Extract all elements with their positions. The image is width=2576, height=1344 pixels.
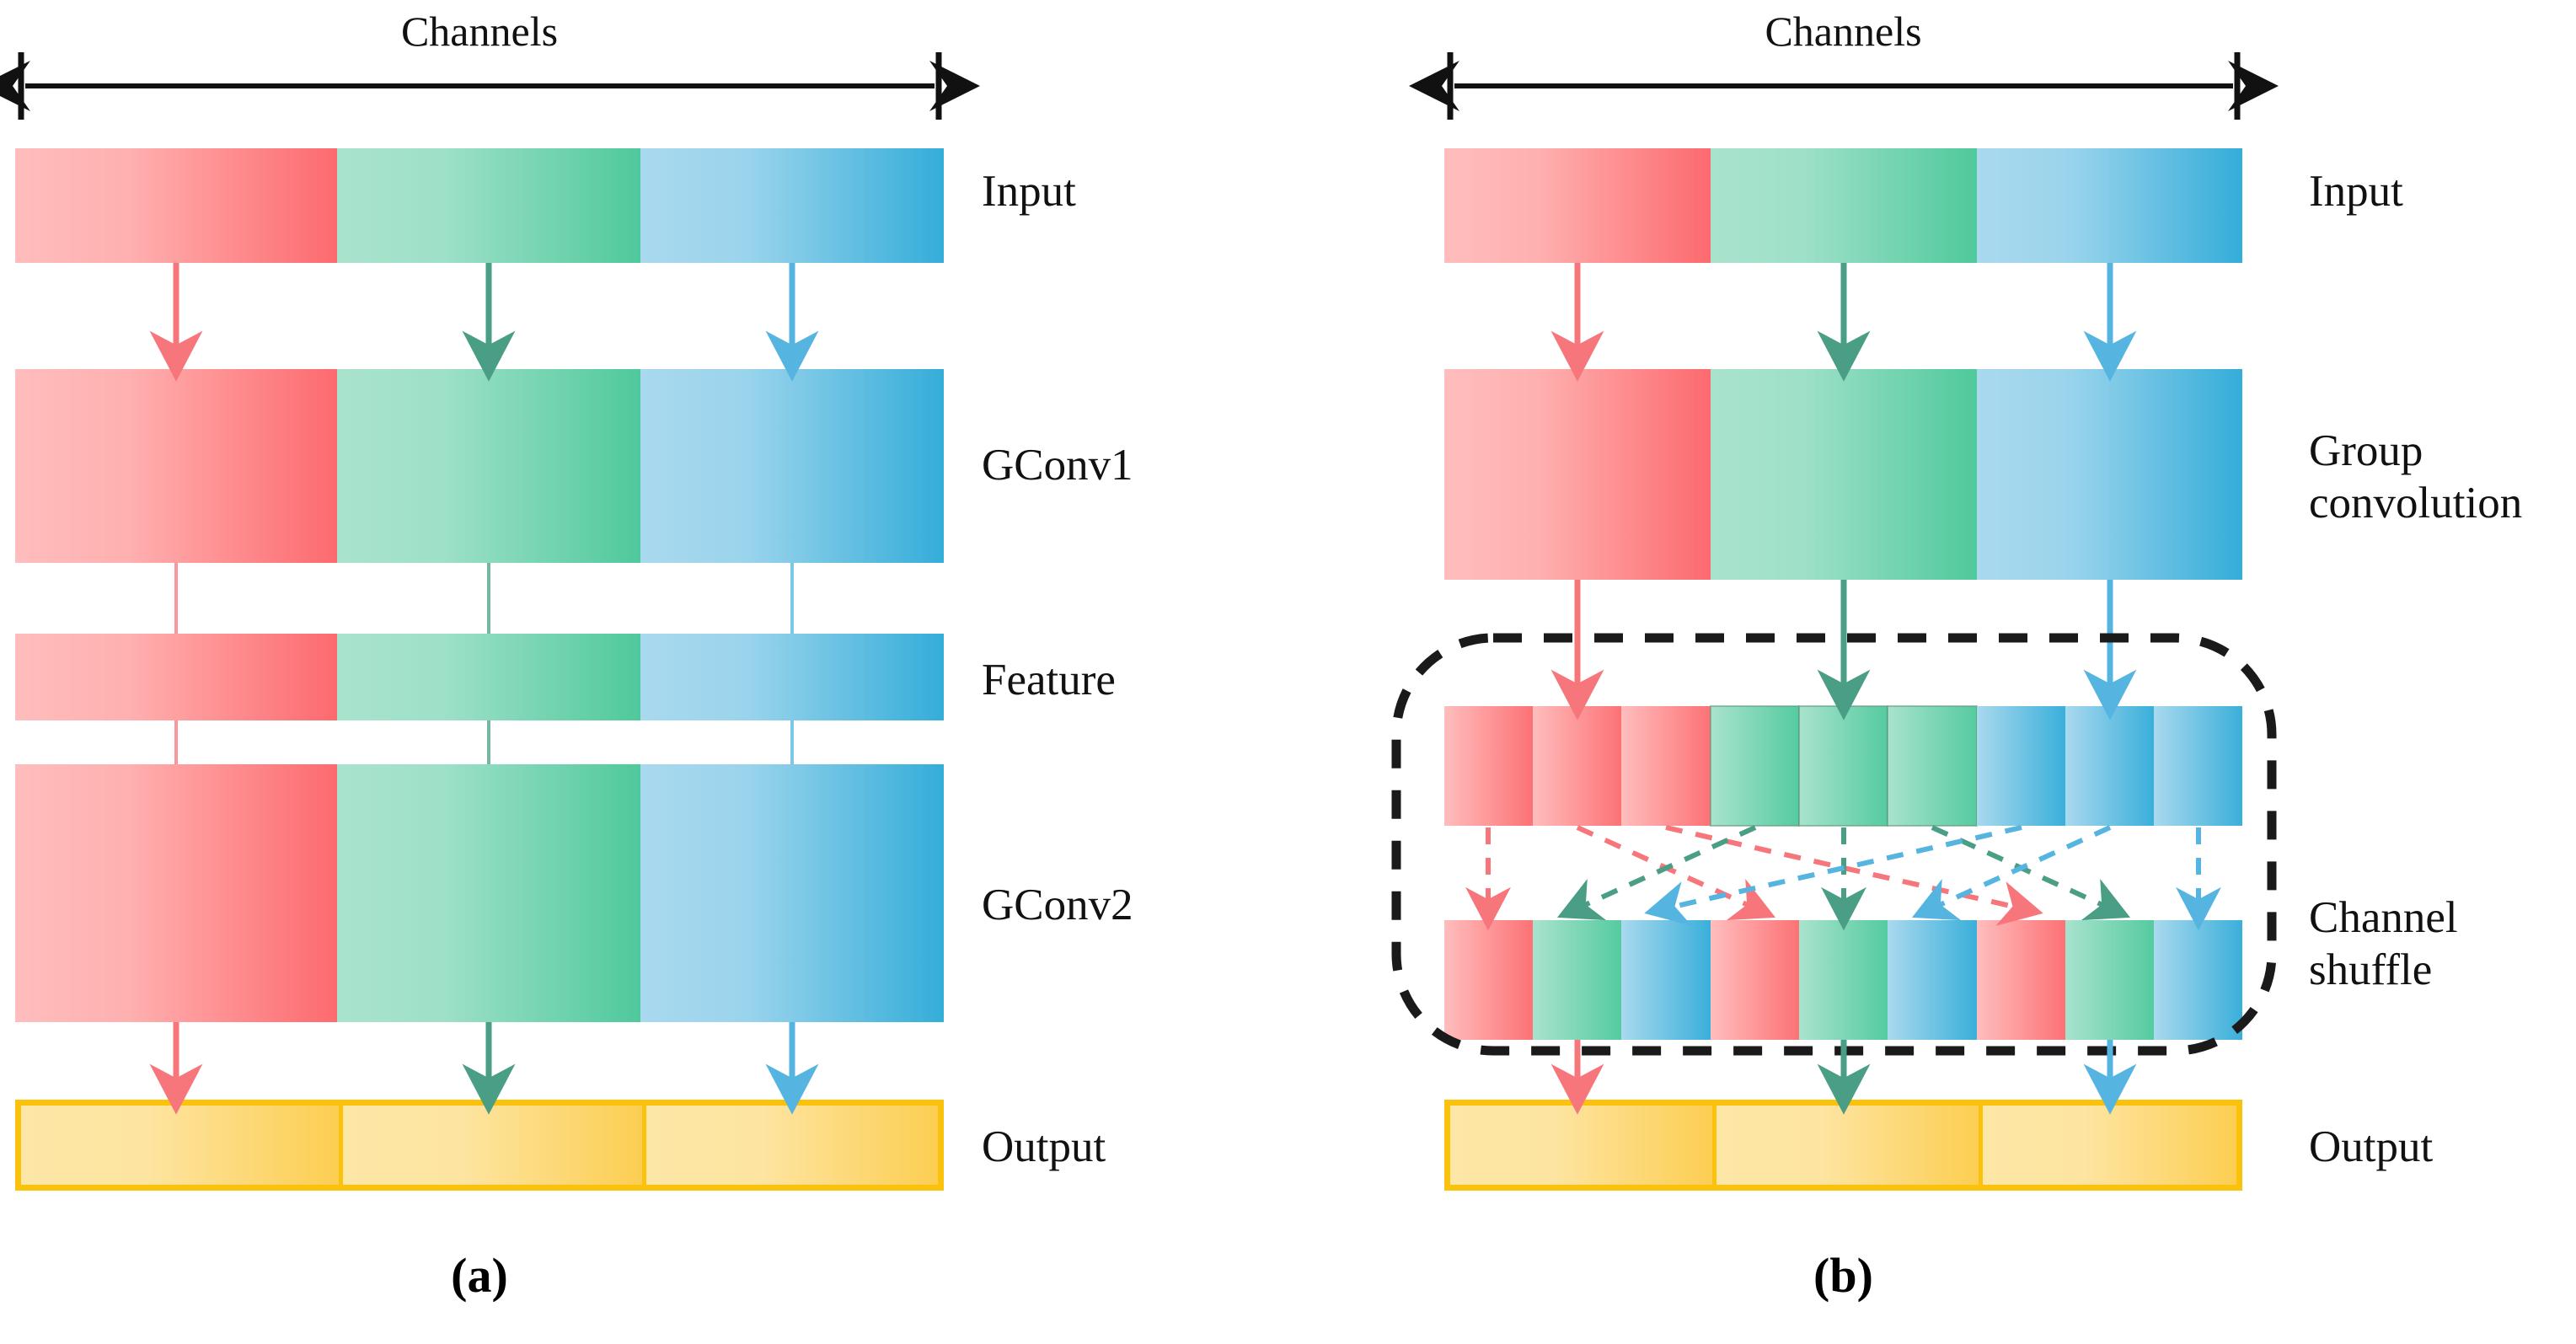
- channels-axis-label-a: Channels: [400, 8, 559, 55]
- bar-input-a: [15, 148, 944, 263]
- segment-blue-2: [2154, 920, 2242, 1040]
- arrows-input-to-gconv-b: [1550, 263, 2137, 382]
- segment-yellow: [343, 1106, 646, 1185]
- row-label-group-convolution-b: Group convolution: [2309, 426, 2523, 527]
- row-label-input-b: Input: [2309, 167, 2403, 216]
- row-label-feature-a: Feature: [982, 656, 1116, 704]
- segment-blue: [1977, 369, 2242, 580]
- segment-red-0: [1444, 920, 1533, 1040]
- row-label-gconv1-a: GConv1: [982, 441, 1133, 490]
- segment-green-0: [1710, 705, 1800, 827]
- segment-red: [15, 369, 337, 563]
- segment-green-0: [1533, 920, 1621, 1040]
- segment-green: [337, 148, 640, 263]
- arrows-input-to-gconv1-a: [149, 263, 819, 382]
- segment-green-1: [1798, 705, 1888, 827]
- bar-shuffle-input-b: [1444, 705, 2242, 827]
- segment-blue-1: [1888, 920, 1977, 1040]
- panel-caption-b: (b): [1813, 1248, 1873, 1303]
- segment-yellow: [646, 1106, 938, 1185]
- segment-red-2: [1977, 920, 2065, 1040]
- segment-blue: [640, 148, 944, 263]
- segment-blue: [640, 634, 944, 720]
- arrows-shuffle-to-output-b: [1550, 1040, 2137, 1115]
- segment-blue-2: [2154, 706, 2242, 826]
- dimension-bar-a: [0, 52, 980, 120]
- bar-input-b: [1444, 148, 2242, 263]
- bar-shuffle-output-b: [1444, 920, 2242, 1040]
- segment-green: [1711, 148, 1977, 263]
- panel-caption-a: (a): [451, 1248, 508, 1303]
- segment-red: [15, 634, 337, 720]
- bar-gconv1-a: [15, 369, 944, 563]
- segment-green: [337, 764, 640, 1022]
- arrows-gconv-to-shuffle-b: [1550, 580, 2137, 720]
- row-label-gconv2-a: GConv2: [982, 881, 1133, 929]
- channels-axis-label-b: Channels: [1765, 8, 1922, 55]
- segment-yellow: [1716, 1106, 1983, 1185]
- segment-green-2: [2065, 920, 2154, 1040]
- segment-blue-0: [1621, 920, 1711, 1040]
- segment-red: [1444, 148, 1711, 263]
- segment-yellow: [1450, 1106, 1716, 1185]
- segment-yellow: [1983, 1106, 2236, 1185]
- segment-red-1: [1533, 706, 1621, 826]
- row-label-output-a: Output: [982, 1122, 1106, 1171]
- bar-output-a: [15, 1100, 944, 1191]
- arrows-gconv2-to-output-a: [149, 1022, 819, 1115]
- shuffle-mapping-arrows: [1465, 825, 2221, 931]
- segment-red-2: [1621, 706, 1711, 826]
- segment-green-2: [1887, 705, 1978, 827]
- segment-green: [337, 634, 640, 720]
- row-label-output-b: Output: [2309, 1122, 2434, 1171]
- segment-blue-0: [1977, 706, 2065, 826]
- bar-gconv2-a: [15, 764, 944, 1022]
- segment-blue: [640, 764, 944, 1022]
- segment-red: [1444, 369, 1711, 580]
- segment-blue: [1977, 148, 2242, 263]
- bar-output-b: [1444, 1100, 2242, 1191]
- row-label-input-a: Input: [982, 167, 1076, 216]
- segment-red-0: [1444, 706, 1533, 826]
- segment-yellow: [21, 1106, 343, 1185]
- segment-green: [1711, 369, 1977, 580]
- bar-group-convolution-b: [1444, 369, 2242, 580]
- bar-feature-a: [15, 634, 944, 720]
- segment-green: [337, 369, 640, 563]
- segment-blue-1: [2065, 706, 2154, 826]
- segment-red-1: [1711, 920, 1799, 1040]
- segment-green-1: [1799, 920, 1888, 1040]
- segment-red: [15, 148, 337, 263]
- segment-red: [15, 764, 337, 1022]
- row-label-channel-shuffle-b: Channel shuffle: [2309, 893, 2458, 994]
- segment-blue: [640, 369, 944, 563]
- dimension-bar-b: [1409, 52, 2279, 120]
